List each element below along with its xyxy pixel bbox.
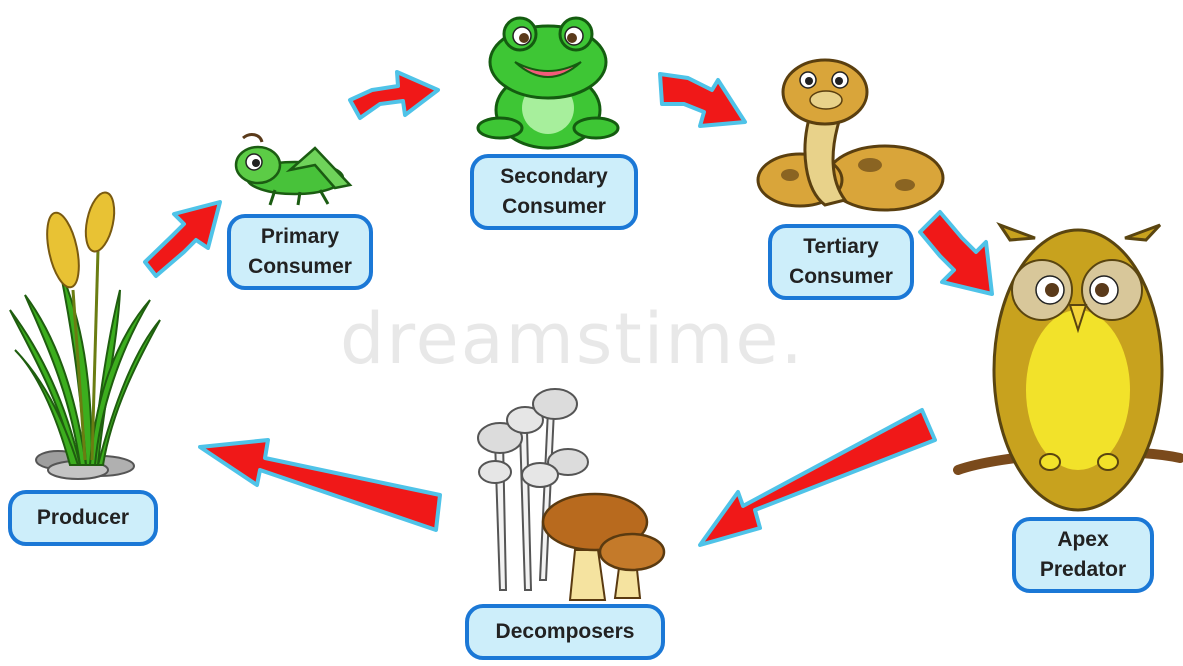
label-decomposers: Decomposers (465, 604, 665, 660)
frog-illustration (476, 16, 620, 150)
arrow-secondary-to-tertiary (658, 72, 747, 128)
label-primary-line2: Consumer (248, 255, 352, 278)
label-primary-consumer: Primary Consumer (227, 214, 373, 290)
owl-illustration (953, 221, 1183, 512)
label-primary-line1: Primary (260, 225, 340, 248)
label-secondary-line2: Consumer (502, 195, 606, 218)
label-apex-line2: Predator (1039, 558, 1127, 581)
arrow-primary-to-secondary (348, 70, 440, 120)
label-producer: Producer (8, 490, 158, 546)
label-decomposers-line1: Decomposers (495, 620, 635, 643)
label-apex-line1: Apex (1057, 528, 1109, 551)
snake-illustration (756, 58, 945, 212)
label-tertiary-line2: Consumer (789, 265, 893, 288)
label-tertiary-consumer: Tertiary Consumer (768, 224, 914, 300)
grasshopper-illustration (234, 133, 353, 206)
label-secondary-line1: Secondary (500, 165, 608, 188)
label-secondary-consumer: Secondary Consumer (470, 154, 638, 230)
label-producer-line1: Producer (36, 506, 130, 529)
arrow-decomposers-to-producer (198, 438, 442, 532)
arrow-producer-to-primary (143, 200, 222, 278)
label-apex-predator: Apex Predator (1012, 517, 1154, 593)
arrow-tertiary-to-apex (918, 210, 994, 296)
label-tertiary-line1: Tertiary (803, 235, 879, 258)
mushrooms-illustration (477, 388, 666, 601)
reed-plant-illustration (9, 191, 161, 480)
arrow-apex-to-decomposers (698, 408, 937, 547)
